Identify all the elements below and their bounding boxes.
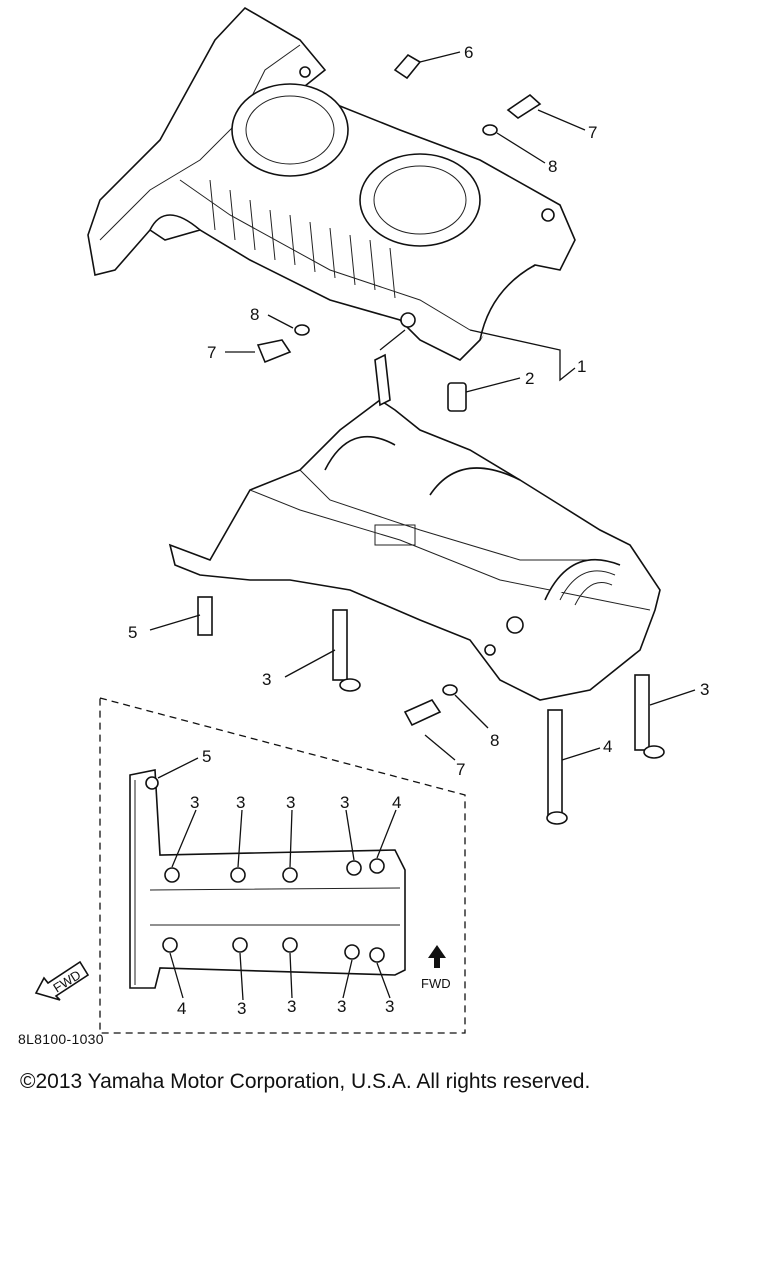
callout-3-left: 3: [262, 670, 271, 689]
callout-labels: 6 7 8 8 7 2 1 5 3 3 8 4 7: [128, 43, 709, 779]
inset-label-top-2: 3: [190, 793, 199, 812]
callout-3-right: 3: [700, 680, 709, 699]
callout-8-mid: 8: [250, 305, 259, 324]
fwd-arrow-left-icon: FWD: [34, 960, 90, 1001]
inset-label-bottom-4: 3: [337, 997, 346, 1016]
fwd-label-right: FWD: [421, 976, 451, 991]
inset-label-top-3: 3: [236, 793, 245, 812]
inset-bolt-holes: [145, 776, 385, 963]
fwd-arrow-up-icon: [428, 945, 446, 968]
leader-lines: [149, 51, 696, 761]
callout-7-top: 7: [588, 123, 597, 142]
bolt-pattern-inset: 5 3 3 3 3 4 4 3 3 3 3 FWD: [99, 697, 466, 1034]
reference-code: 8L8100-1030: [18, 1031, 104, 1047]
callout-7-low: 7: [456, 760, 465, 779]
callout-4: 4: [603, 737, 612, 756]
inset-label-bottom-3: 3: [287, 997, 296, 1016]
callout-8-low: 8: [490, 731, 499, 750]
inset-label-bottom-5: 3: [385, 997, 394, 1016]
inset-label-bottom-1: 4: [177, 999, 186, 1018]
copyright-notice: ©2013 Yamaha Motor Corporation, U.S.A. A…: [20, 1070, 591, 1093]
callout-7-mid: 7: [207, 343, 216, 362]
crankcase-exploded-diagram: 6 7 8 8 7 2 1 5 3 3 8 4 7 5 3: [34, 6, 709, 1034]
inset-label-top-6: 4: [392, 793, 401, 812]
inset-label-top-1: 5: [202, 747, 211, 766]
inset-label-bottom-2: 3: [237, 999, 246, 1018]
callout-2: 2: [525, 369, 534, 388]
callout-8-top: 8: [548, 157, 557, 176]
lower-crankcase: [168, 353, 661, 701]
inset-label-top-5: 3: [340, 793, 349, 812]
upper-crankcase: [87, 6, 576, 361]
inset-label-top-4: 3: [286, 793, 295, 812]
callout-1: 1: [577, 357, 586, 376]
callout-6: 6: [464, 43, 473, 62]
fasteners: [197, 53, 665, 825]
callout-5: 5: [128, 623, 137, 642]
